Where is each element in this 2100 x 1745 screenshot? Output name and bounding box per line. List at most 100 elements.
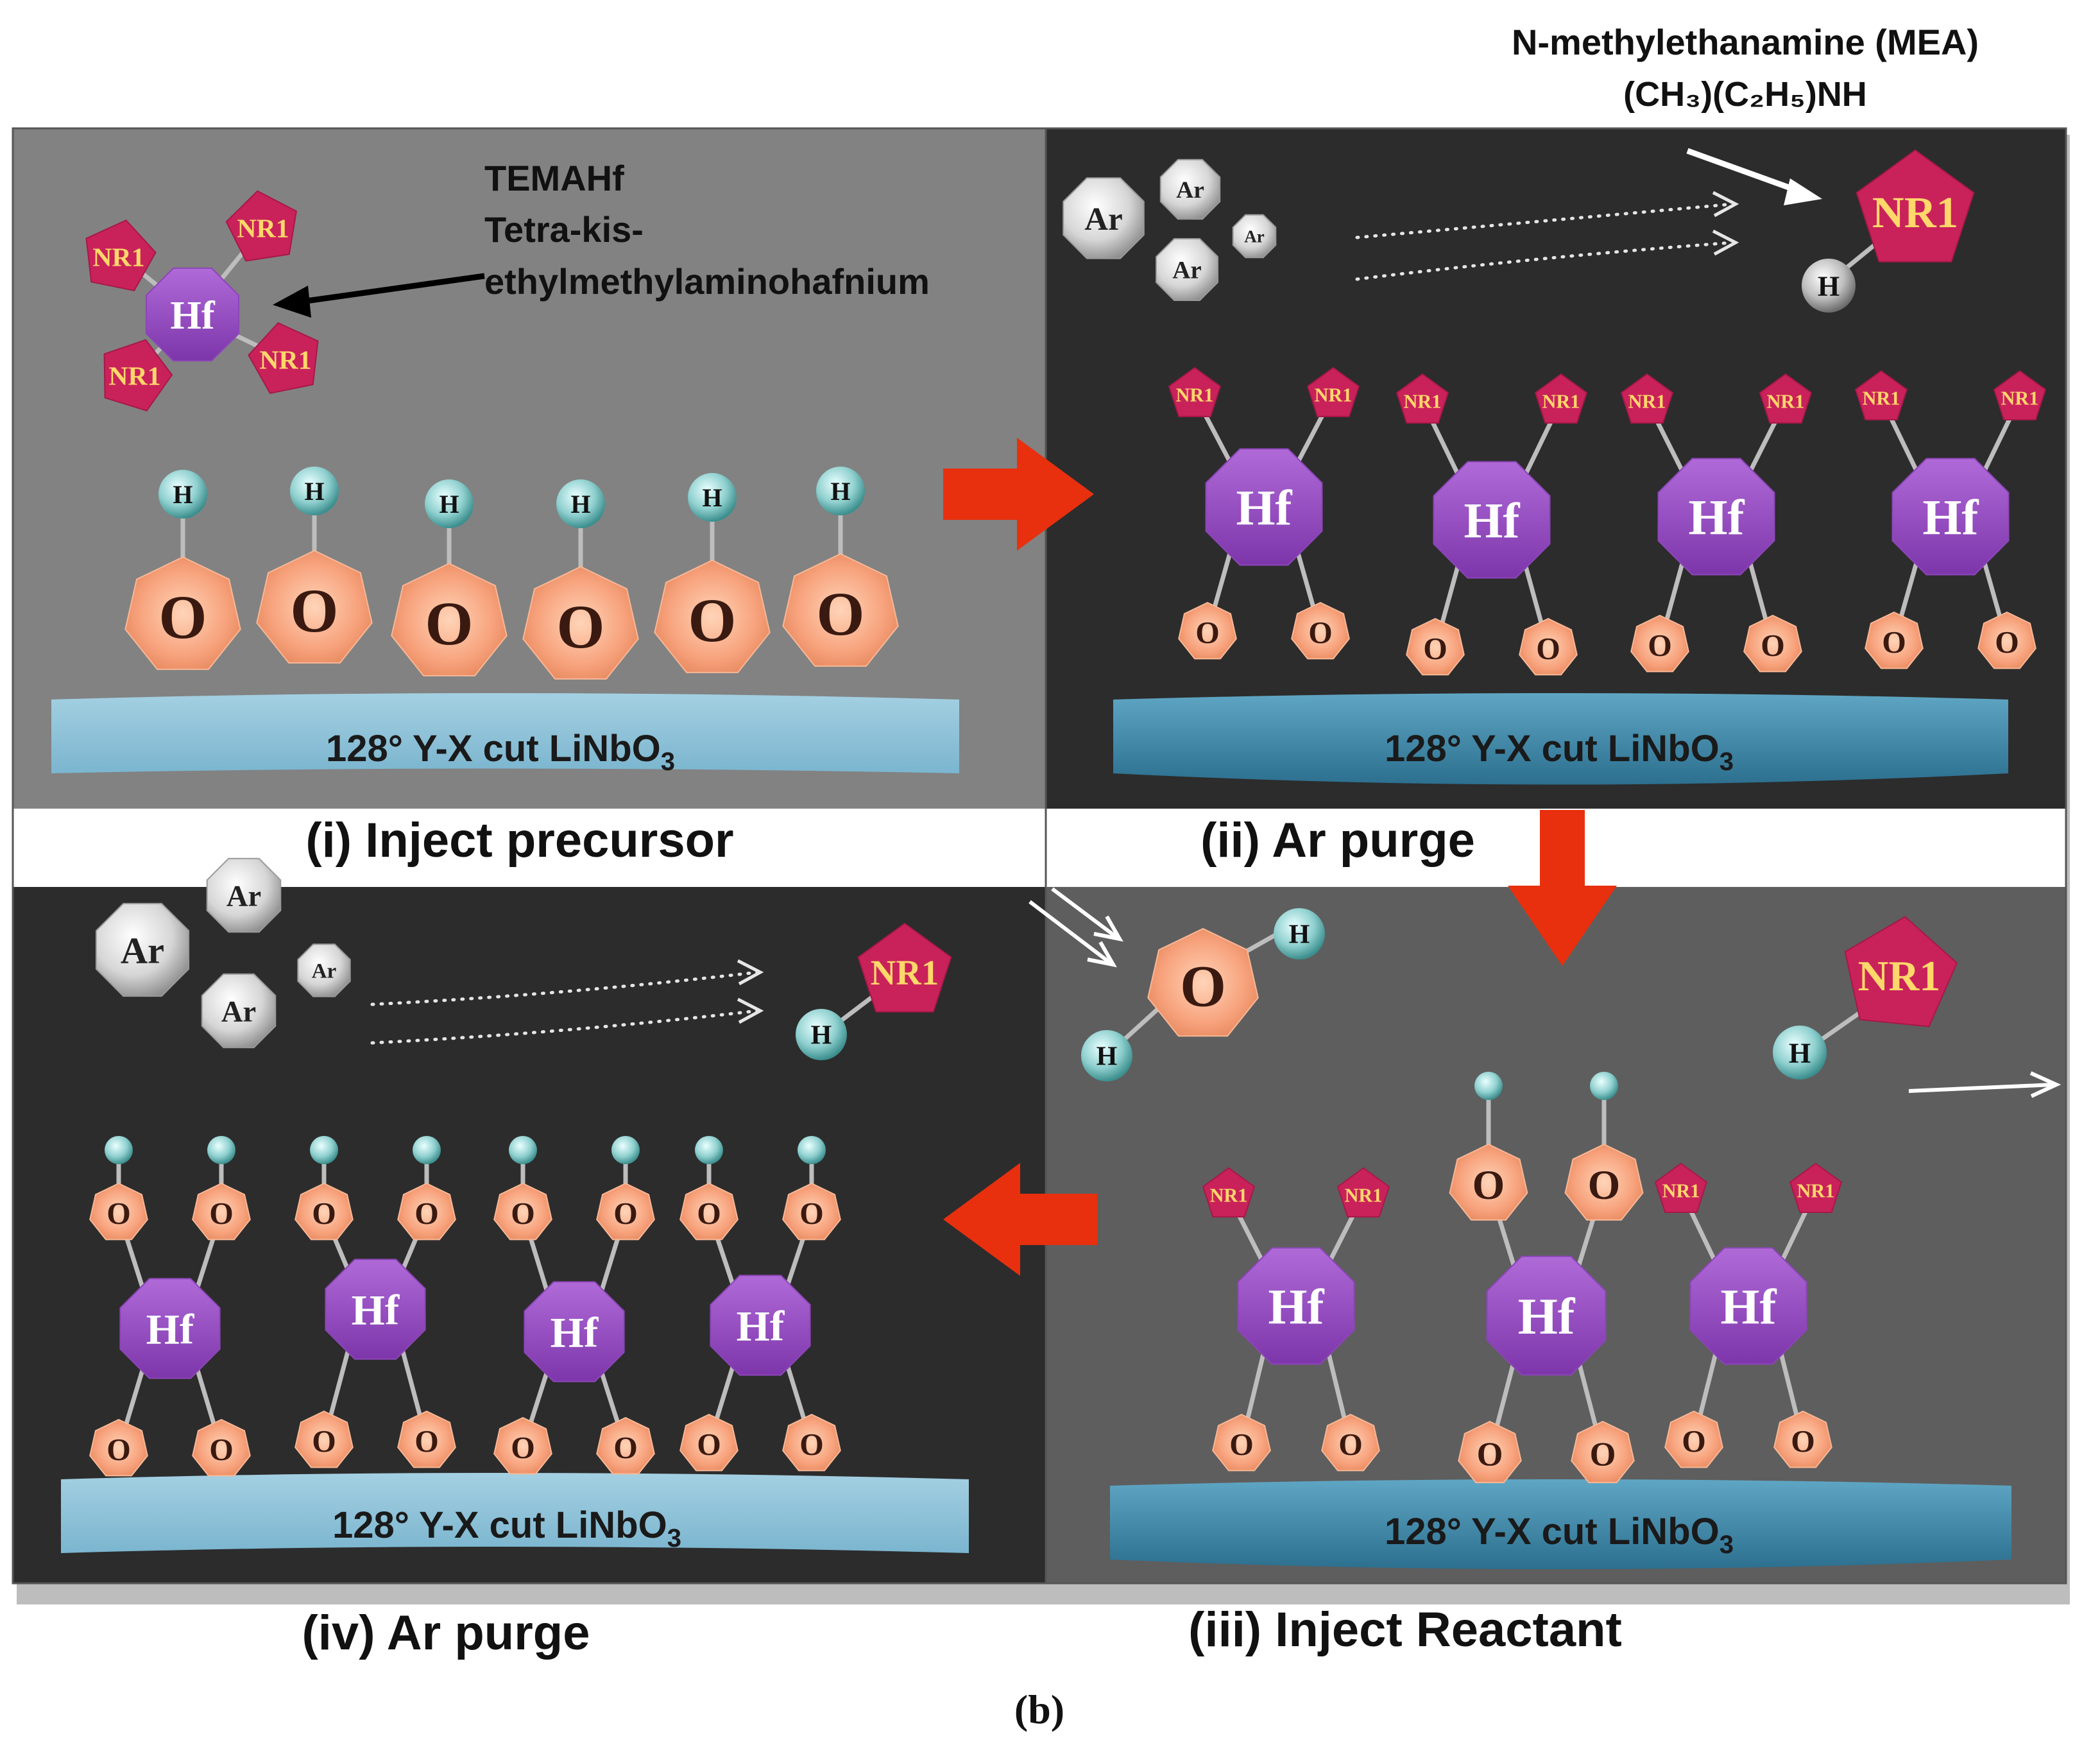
oxygen-atom <box>679 1413 738 1472</box>
hydrogen-atom <box>1081 1030 1132 1081</box>
oxygen-atom <box>192 1418 251 1477</box>
oxygen-label: O <box>613 1431 638 1465</box>
nr1-ligand <box>1168 366 1222 417</box>
oxygen-label: O <box>1180 953 1226 1019</box>
oxygen-atom <box>192 1182 251 1241</box>
mea-formula: (CH₃)(C₂H₅)NH <box>1623 75 1867 114</box>
hydrogen-atom <box>413 1136 441 1164</box>
nr1-ligand <box>1789 1162 1843 1213</box>
hydrogen-atom <box>207 1136 235 1164</box>
nr1-label: NR1 <box>108 362 160 391</box>
hafnium-label: Hf <box>1236 479 1292 535</box>
hydrogen-atom <box>1274 908 1325 959</box>
oxygen-label: O <box>613 1197 638 1231</box>
oxygen-label: O <box>556 592 604 661</box>
ar-flow-arrows-bottom <box>370 970 759 1045</box>
nr1-label: NR1 <box>1863 388 1900 409</box>
hydrogen-atom <box>290 467 339 515</box>
oxygen-label: O <box>1308 616 1333 650</box>
nr1-label: NR1 <box>1315 384 1353 406</box>
oxygen-label: O <box>1338 1428 1363 1462</box>
hafnium-atom <box>1689 1247 1807 1365</box>
oxygen-atom <box>782 1413 841 1472</box>
mea-pointer-arrow <box>1686 148 1822 205</box>
oxygen-atom <box>1212 1413 1271 1472</box>
substrate-panel3 <box>1110 1479 2011 1569</box>
nr1-label: NR1 <box>2001 388 2039 409</box>
panel-frame <box>12 127 2067 1585</box>
oxygen-label: O <box>1882 626 1906 660</box>
oxygen-label: O <box>1477 1436 1503 1473</box>
process-arrows <box>943 438 1617 1276</box>
oxygen-atom <box>679 1182 738 1241</box>
nr1-label: NR1 <box>1858 953 1941 1000</box>
argon-label: Ar <box>1172 257 1201 284</box>
substrate-label-panel2: 128° Y-X cut LiNbO3 <box>1385 728 1734 776</box>
argon-atom <box>1232 214 1277 259</box>
hydrogen-label: H <box>304 477 324 506</box>
oxygen-label: O <box>290 576 338 645</box>
hafnium-label: Hf <box>1268 1278 1324 1334</box>
flow-arrows <box>273 148 2062 1098</box>
hydrogen-label: H <box>702 483 722 512</box>
oxygen-label: O <box>158 583 207 651</box>
nr1-label: NR1 <box>1628 391 1666 413</box>
hafnium-atom <box>119 1278 221 1379</box>
arrow-step3-to-4 <box>943 1163 1097 1276</box>
nr1-ligand <box>248 322 319 394</box>
nr1-ligand <box>1336 1167 1390 1217</box>
hafnium-atom <box>524 1281 625 1382</box>
argon-label: Ar <box>226 880 261 913</box>
oxygen-label: O <box>1590 1436 1616 1473</box>
substrate-panel2 <box>1113 693 2008 785</box>
nr1-ligand <box>1654 1162 1708 1213</box>
hafnium-atom <box>1891 458 2010 576</box>
oxygen-label: O <box>1648 629 1672 663</box>
argon-atom <box>201 973 277 1049</box>
oxygen-atom <box>1178 601 1237 660</box>
hydrogen-atom <box>695 1136 723 1164</box>
middle-divider <box>13 809 2066 887</box>
oxygen-atom <box>1458 1420 1522 1483</box>
oxygen-label: O <box>697 1197 721 1231</box>
substrates: 128° Y-X cut LiNbO3 128° Y-X cut LiNbO3 … <box>51 693 2011 1569</box>
oxygen-label: O <box>312 1197 336 1231</box>
nr1-ligand <box>1856 149 1975 262</box>
oxygen-label: O <box>107 1197 131 1231</box>
oxygen-atom <box>1406 617 1465 676</box>
nr1-label: NR1 <box>1797 1180 1835 1202</box>
substrate-panel4 <box>61 1473 969 1553</box>
oxygen-label: O <box>312 1425 336 1459</box>
oxygen-atom <box>89 1182 148 1241</box>
nr1-label: NR1 <box>1767 391 1805 413</box>
oxygen-atom <box>1664 1410 1723 1468</box>
hafnium-atom <box>1433 461 1551 579</box>
oxygen-label: O <box>1995 626 2019 660</box>
oxygen-label: O <box>697 1428 721 1462</box>
hydrogen-atom <box>425 479 474 528</box>
hydrogen-label: H <box>1818 270 1840 302</box>
oxygen-atom <box>391 562 508 676</box>
oxygen-label: O <box>107 1433 131 1467</box>
oxygen-atom <box>493 1182 552 1241</box>
precursor-full-name-line2: ethylmethylaminohafnium <box>484 261 930 302</box>
oxygen-atom <box>1977 611 2036 669</box>
oxygen-label: O <box>414 1197 439 1231</box>
hydrogen-atom <box>105 1136 133 1164</box>
oxygen-atom <box>654 559 771 673</box>
oxygen-atom <box>1773 1410 1832 1468</box>
oxygen-label: O <box>688 586 736 655</box>
figure-label: (b) <box>1014 1687 1064 1732</box>
oxygen-atom <box>1630 614 1689 673</box>
temahf-pointer-arrow <box>273 273 485 318</box>
oxygen-atom <box>89 1418 148 1477</box>
argon-atom <box>95 902 190 997</box>
hafnium-atom <box>710 1275 811 1376</box>
mea-outflow-arrow <box>1908 1071 2062 1098</box>
oxygen-label: O <box>1423 632 1447 666</box>
hydrogen-atom <box>1590 1072 1618 1100</box>
hydrogen-atom <box>1474 1072 1503 1100</box>
nr1-ligand <box>1759 373 1813 424</box>
